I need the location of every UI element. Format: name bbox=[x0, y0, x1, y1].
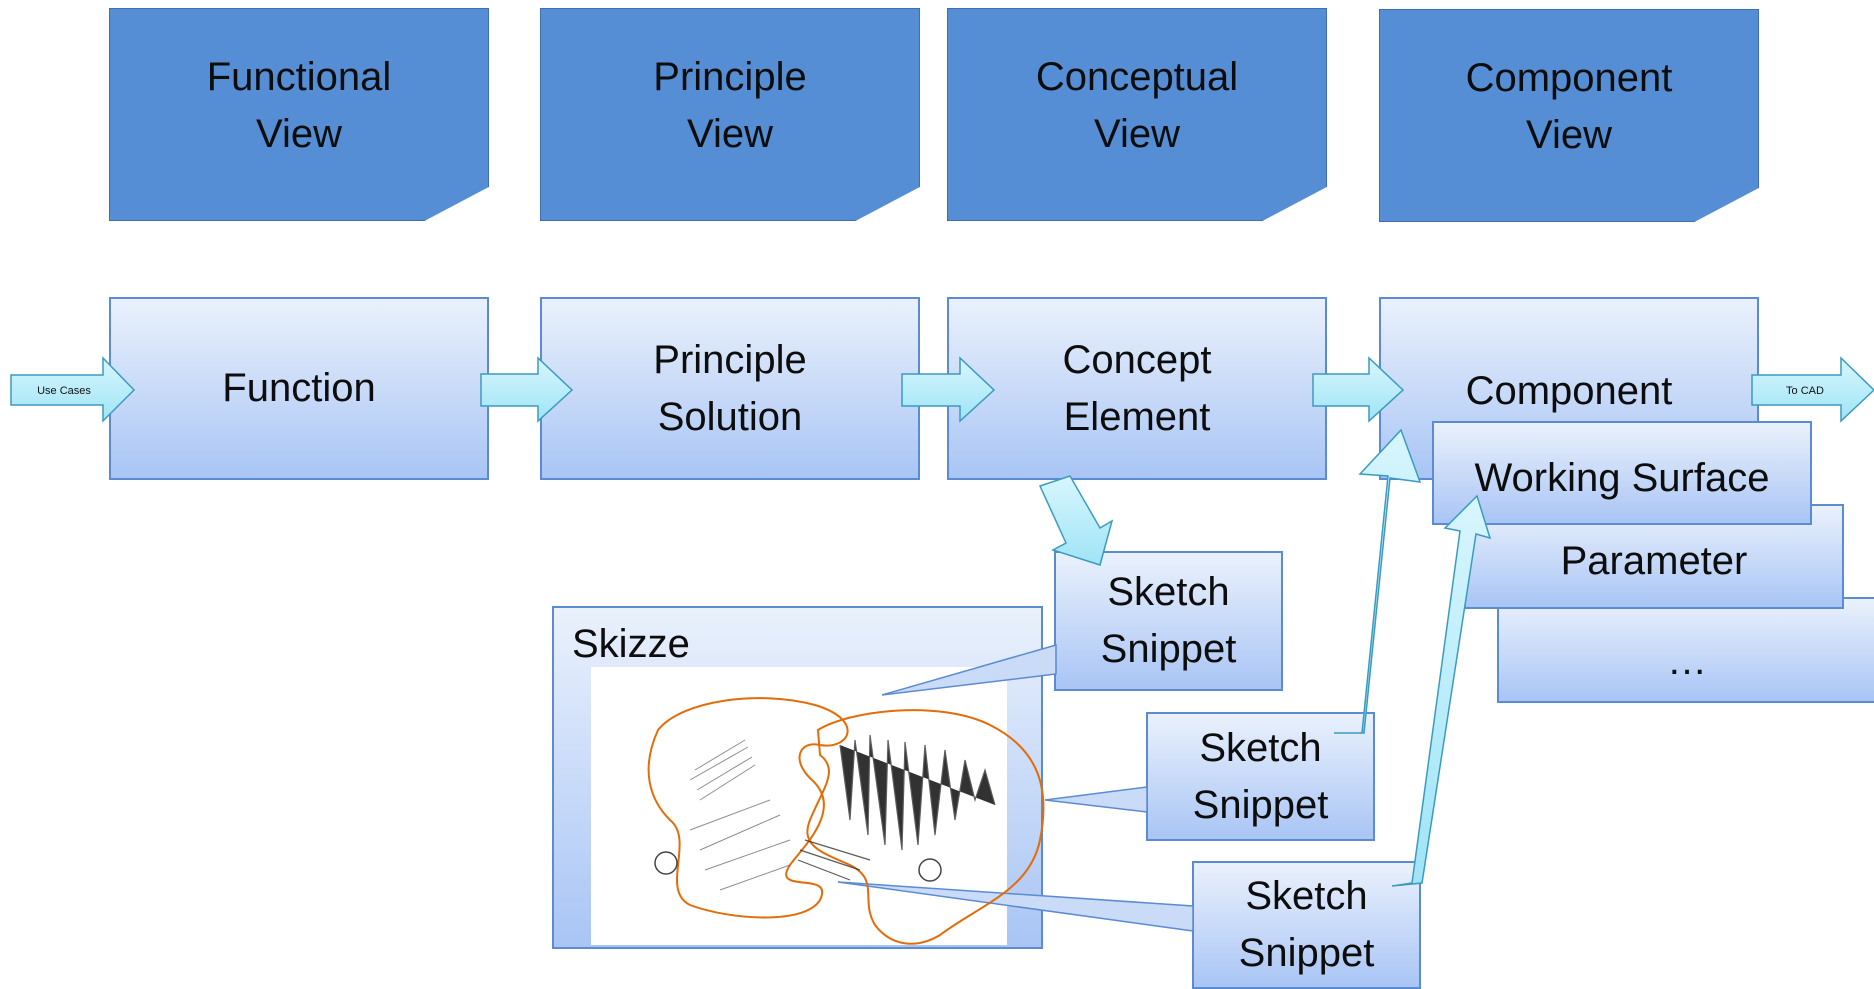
principle-solution-box: Principle Solution bbox=[540, 297, 920, 480]
to-cad-arrow bbox=[1751, 356, 1874, 423]
snippet-label-line2: Snippet bbox=[1238, 931, 1375, 975]
view-label-line1: Conceptual bbox=[1035, 55, 1239, 99]
view-label-line2: View bbox=[1094, 112, 1180, 156]
sketch-snippet-1: Sketch Snippet bbox=[1054, 551, 1283, 691]
box-label-line1: Function bbox=[222, 366, 376, 410]
more-box: … bbox=[1497, 597, 1874, 703]
sketch-drawing bbox=[647, 697, 1045, 945]
concept-element-box: Concept Element bbox=[947, 297, 1327, 480]
arrow-snippet-to-component bbox=[1334, 428, 1422, 734]
view-label-line1: Principle bbox=[653, 55, 807, 99]
snippet-label-line2: Snippet bbox=[1100, 627, 1237, 671]
use-cases-arrow bbox=[10, 356, 136, 423]
more-label: … bbox=[1667, 639, 1707, 683]
arrow-snippet-to-working-surface bbox=[1391, 494, 1492, 887]
sketch-title: Skizze bbox=[572, 622, 690, 666]
snippet-label-line1: Sketch bbox=[1245, 874, 1368, 918]
view-label-line1: Component bbox=[1465, 56, 1673, 100]
snippet-label-line1: Sketch bbox=[1199, 725, 1322, 770]
arrow-principle-to-concept bbox=[901, 356, 996, 423]
box-label-line1: Component bbox=[1465, 369, 1673, 413]
box-label-line2: Solution bbox=[657, 394, 803, 439]
callout-connector-2 bbox=[1044, 786, 1148, 813]
box-label-line1: Concept bbox=[1062, 337, 1212, 382]
box-label-line2: Element bbox=[1063, 394, 1211, 439]
view-label-line2: View bbox=[1526, 113, 1612, 157]
callout-connector-1 bbox=[881, 644, 1057, 696]
working-surface-box: Working Surface bbox=[1432, 421, 1812, 525]
arrow-concept-to-component bbox=[1312, 356, 1405, 423]
box-label-line1: Principle bbox=[653, 337, 807, 382]
arrow-function-to-principle bbox=[480, 356, 574, 423]
view-label-line1: Functional bbox=[206, 55, 392, 99]
sketch-knob-left bbox=[654, 851, 678, 875]
snippet-label-line1: Sketch bbox=[1107, 570, 1230, 614]
parameter-label: Parameter bbox=[1560, 539, 1748, 583]
callout-connector-3 bbox=[837, 881, 1194, 932]
sketch-outline-right bbox=[806, 709, 1045, 945]
sketch-snippet-3: Sketch Snippet bbox=[1192, 861, 1421, 989]
functional-view-note: Functional View bbox=[109, 8, 489, 221]
working-surface-label: Working Surface bbox=[1474, 456, 1770, 500]
conceptual-view-note: Conceptual View bbox=[947, 8, 1327, 221]
snippet-label-line2: Snippet bbox=[1192, 782, 1329, 827]
use-cases-label: Use Cases bbox=[37, 385, 91, 397]
to-cad-label: To CAD bbox=[1786, 385, 1824, 397]
component-view-note: Component View bbox=[1379, 9, 1759, 222]
view-label-line2: View bbox=[256, 112, 342, 156]
sketch-knob-right bbox=[918, 858, 942, 882]
principle-view-note: Principle View bbox=[540, 8, 920, 221]
arrow-concept-to-snippet bbox=[1038, 475, 1114, 566]
view-label-line2: View bbox=[687, 112, 773, 156]
